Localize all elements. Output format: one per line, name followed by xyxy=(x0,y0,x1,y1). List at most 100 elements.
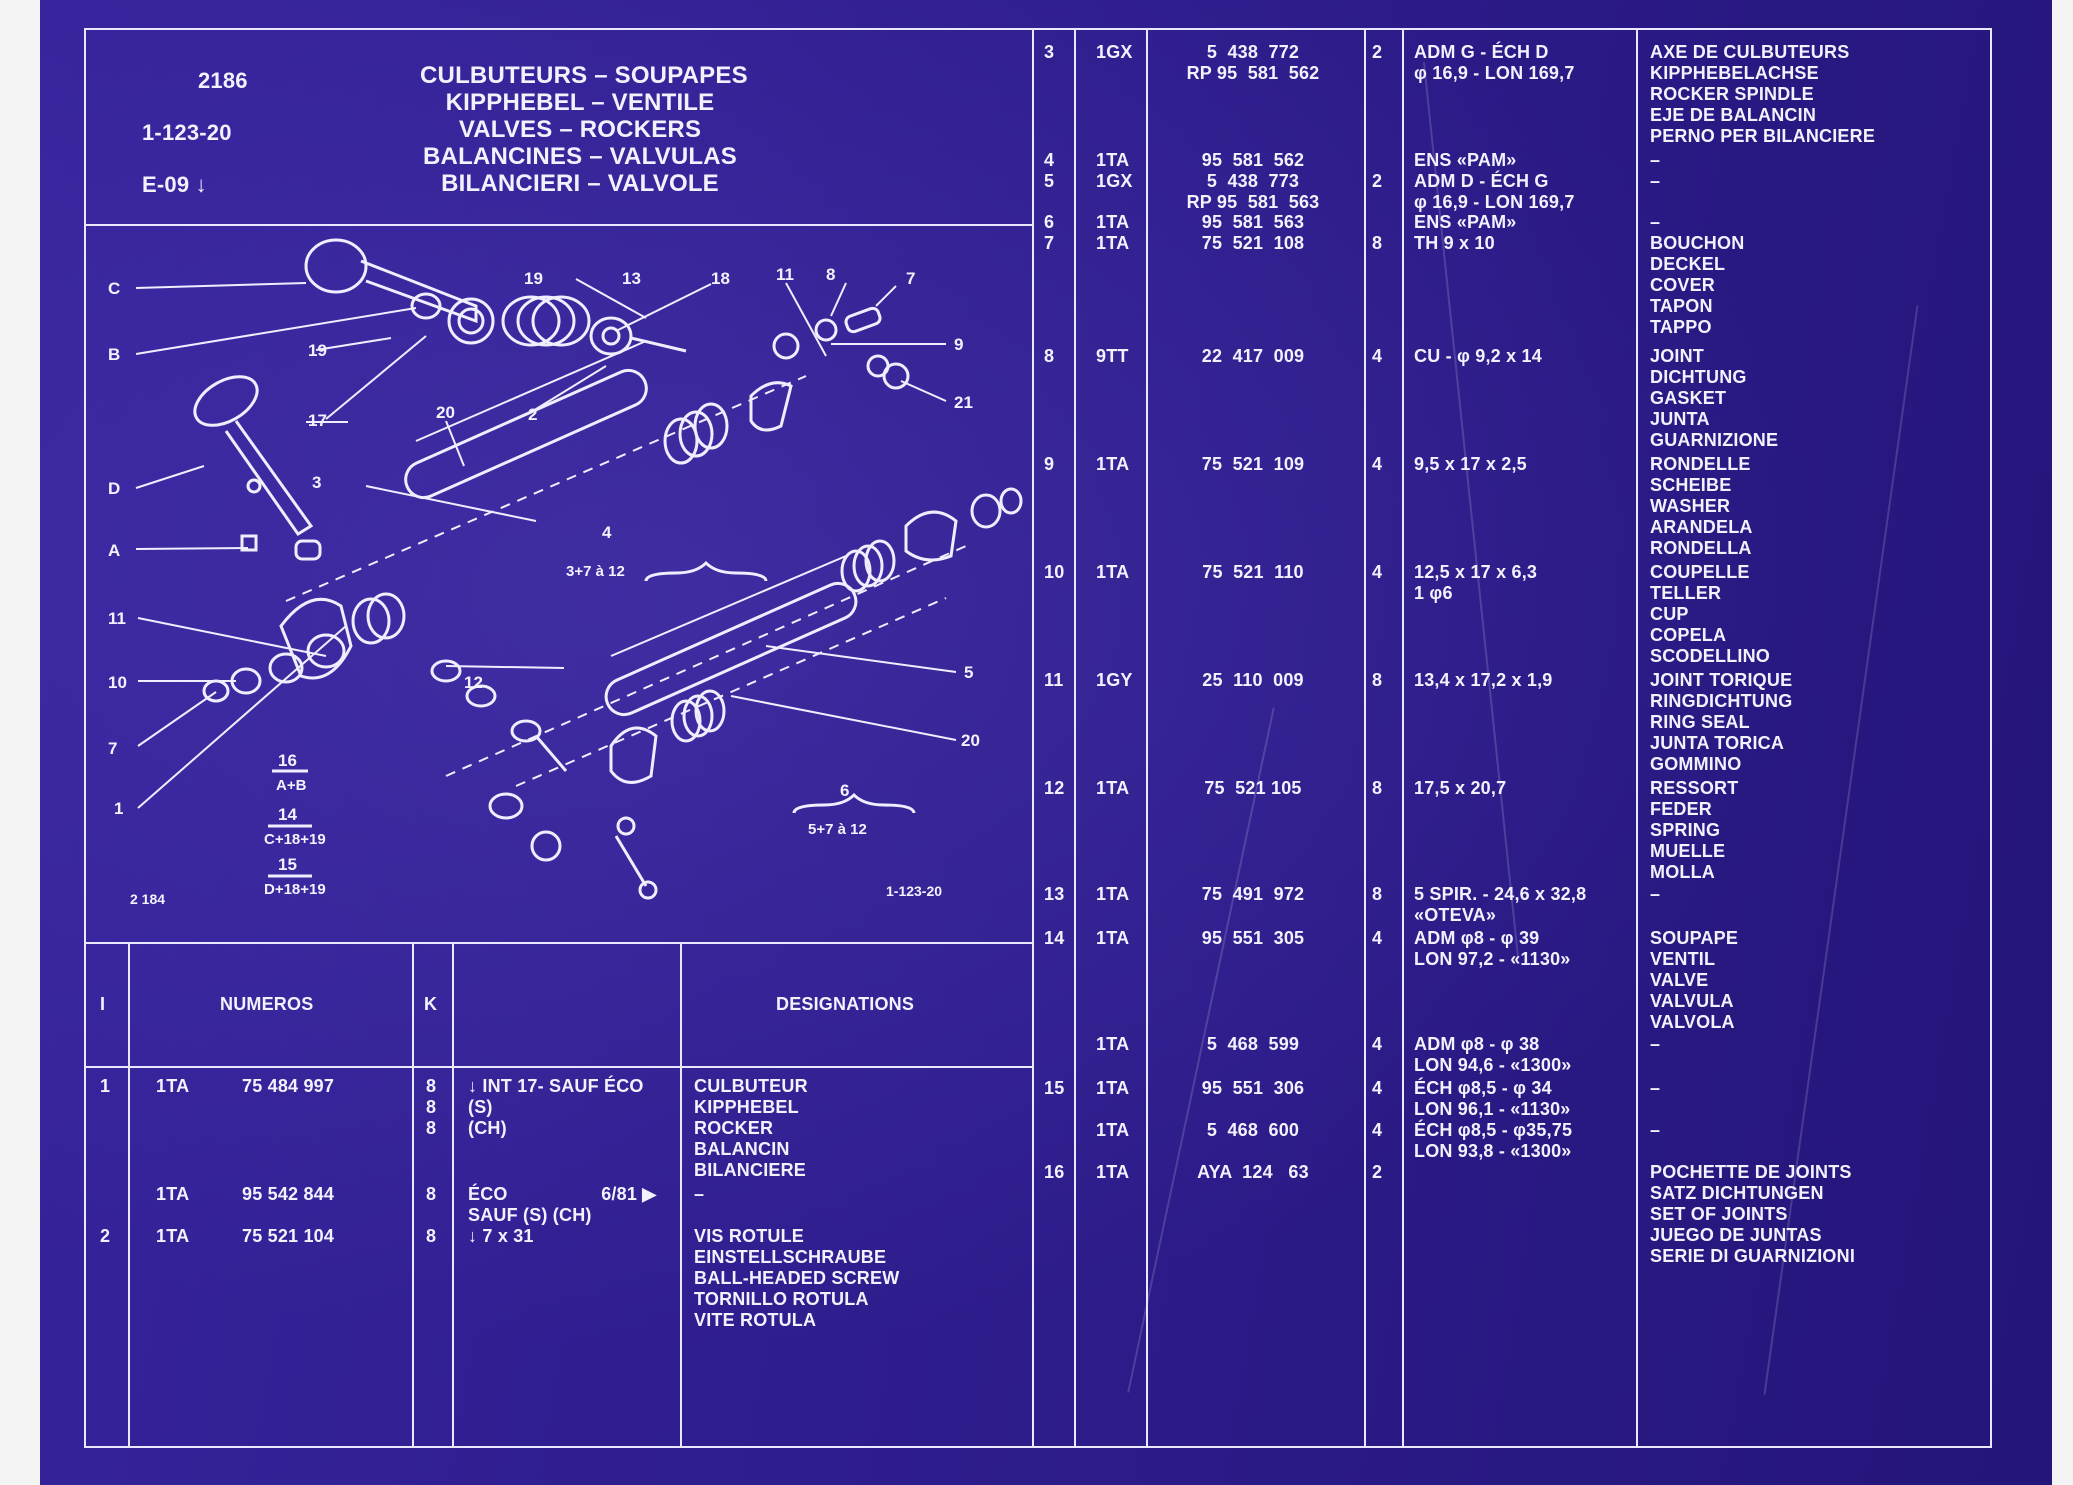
callout-17: 17 xyxy=(308,411,327,430)
row-spec: ENS «PAM» ADM D - ÉCH G φ 16,9 - LON 169… xyxy=(1414,150,1575,212)
row-spec: ADM φ8 - φ 38 LON 94,6 - «1300» xyxy=(1414,1034,1572,1075)
row-designation: – xyxy=(1650,1034,1661,1054)
row-code: 1TA xyxy=(1096,562,1130,582)
row-designation: COUPELLE TELLER CUP COPELA SCODELLINO xyxy=(1650,562,1771,666)
row-index: 1 xyxy=(100,1076,111,1096)
callout-16-sub: A+B xyxy=(276,777,307,794)
row-number: 95 551 306 xyxy=(1201,1078,1305,1098)
rcol-line-1 xyxy=(1074,28,1076,1448)
row-spec: CU - φ 9,2 x 14 xyxy=(1414,346,1542,366)
row-index: 13 xyxy=(1044,884,1065,904)
callout-6: 6 xyxy=(840,781,849,800)
row-code: 1TA xyxy=(1096,1034,1130,1054)
row-quantity: 4 xyxy=(1372,562,1383,582)
row-index: 12 xyxy=(1044,778,1065,798)
row-quantity: 4 xyxy=(1372,1078,1383,1098)
callout-7a: 7 xyxy=(108,739,117,758)
callout-d: D xyxy=(108,479,120,498)
callout-19a: 19 xyxy=(308,341,327,360)
row-quantity: 2 xyxy=(1372,171,1383,191)
row-designation: VIS ROTULE EINSTELLSCHRAUBE BALL-HEADED … xyxy=(694,1226,900,1330)
callout-20a: 20 xyxy=(436,403,455,422)
row-index: 16 xyxy=(1044,1162,1065,1182)
col-line-4 xyxy=(680,942,682,1448)
row-number: 75 521 104 xyxy=(242,1226,335,1246)
row-quantity: 8 xyxy=(1372,670,1383,690)
row-number: 95 581 563 75 521 108 xyxy=(1201,212,1305,253)
callout-15-sub: D+18+19 xyxy=(264,881,326,898)
row-spec: ADM φ8 - φ 39 LON 97,2 - «1130» xyxy=(1414,928,1571,969)
callout-4-sub: 3+7 à 12 xyxy=(566,563,625,580)
row-spec: ÉCO 6/81 ▶ SAUF (S) (CH) xyxy=(468,1184,657,1225)
row-quantity: 4 xyxy=(1372,454,1383,474)
header-title-line: CULBUTEURS – SOUPAPES xyxy=(420,62,748,89)
callout-19b: 19 xyxy=(524,269,543,288)
callout-a: A xyxy=(108,541,120,560)
diagram-code-right: 1-123-20 xyxy=(886,883,942,899)
callout-11a: 11 xyxy=(108,609,126,628)
header-ref: 1-123-20 xyxy=(142,120,232,145)
row-designation: JOINT DICHTUNG GASKET JUNTA GUARNIZIONE xyxy=(1650,346,1779,450)
row-quantity: 2 xyxy=(1372,1162,1383,1182)
callout-8: 8 xyxy=(826,265,835,284)
rcol-line-2 xyxy=(1146,28,1148,1448)
row-code: 1TA xyxy=(156,1076,190,1096)
exploded-diagram: C B 19 17 20 3 D A 11 10 7 1 19 13 18 11… xyxy=(108,238,1023,907)
rcol-line-5 xyxy=(1636,28,1638,1448)
row-designation: RESSORT FEDER SPRING MUELLE MOLLA xyxy=(1650,778,1739,882)
row-spec: 12,5 x 17 x 6,3 1 φ6 xyxy=(1414,562,1538,603)
row-code: 1GY xyxy=(1096,670,1133,690)
header-divider xyxy=(84,224,1034,226)
callout-20b: 20 xyxy=(961,731,980,750)
callout-2: 2 xyxy=(528,405,537,424)
row-spec: 5 SPIR. - 24,6 x 32,8 «OTEVA» xyxy=(1414,884,1587,925)
row-index: 4 5 xyxy=(1044,150,1055,191)
callout-11b: 11 xyxy=(776,265,794,284)
callout-15: 15 xyxy=(278,855,297,874)
row-quantity: 4 xyxy=(1372,346,1383,366)
row-index: 8 xyxy=(1044,346,1055,366)
row-index: 2 xyxy=(100,1226,111,1246)
header-title-line: KIPPHEBEL – VENTILE xyxy=(445,89,715,116)
col-header-k: K xyxy=(424,994,438,1014)
col-line-2 xyxy=(412,942,414,1448)
row-number: 22 417 009 xyxy=(1201,346,1305,366)
header-edition: E-09 ↓ xyxy=(142,172,207,197)
row-spec: ↓ INT 17- SAUF ÉCO (S) (CH) xyxy=(468,1076,644,1138)
row-number: 5 438 772 RP 95 581 562 xyxy=(1186,42,1320,83)
row-code: 1TA 1GX xyxy=(1096,150,1133,191)
row-number: 95 551 305 xyxy=(1201,928,1305,948)
row-quantity: 4 xyxy=(1372,1034,1383,1054)
row-quantity: 8 8 8 xyxy=(426,1076,437,1138)
col-header-i: I xyxy=(100,994,106,1014)
row-index: 15 xyxy=(1044,1078,1065,1098)
row-index: 11 xyxy=(1044,670,1064,690)
row-designation: – xyxy=(1650,1120,1661,1140)
row-designation: – BOUCHON DECKEL COVER TAPON TAPPO xyxy=(1650,212,1745,337)
callout-9: 9 xyxy=(954,335,963,354)
callout-6-sub: 5+7 à 12 xyxy=(808,821,867,838)
row-index: 6 7 xyxy=(1044,212,1055,253)
callout-3: 3 xyxy=(312,473,321,492)
row-quantity: 8 xyxy=(426,1184,437,1204)
blueprint-sheet xyxy=(40,0,2052,1485)
header-title-line: BALANCINES – VALVULAS xyxy=(423,143,737,170)
callout-1: 1 xyxy=(114,799,123,818)
row-spec: ADM G - ÉCH D φ 16,9 - LON 169,7 xyxy=(1414,42,1575,83)
row-spec: ↓ 7 x 31 xyxy=(468,1226,534,1246)
callout-18: 18 xyxy=(711,269,730,288)
row-code: 1GX xyxy=(1096,42,1133,62)
header-title-line: BILANCIERI – VALVOLE xyxy=(441,170,719,197)
callout-13: 13 xyxy=(622,269,641,288)
rcol-line-3 xyxy=(1364,28,1366,1448)
row-quantity: 8 xyxy=(1372,233,1383,253)
row-code: 1TA xyxy=(1096,1162,1130,1182)
rcol-line-4 xyxy=(1402,28,1404,1448)
row-code: 1TA xyxy=(156,1226,190,1246)
row-number: 75 521 105 xyxy=(1204,778,1302,798)
callout-16: 16 xyxy=(278,751,297,770)
row-designation: – xyxy=(1650,884,1661,904)
row-designation: POCHETTE DE JOINTS SATZ DICHTUNGEN SET O… xyxy=(1650,1162,1856,1266)
row-number: 25 110 009 xyxy=(1202,670,1304,690)
